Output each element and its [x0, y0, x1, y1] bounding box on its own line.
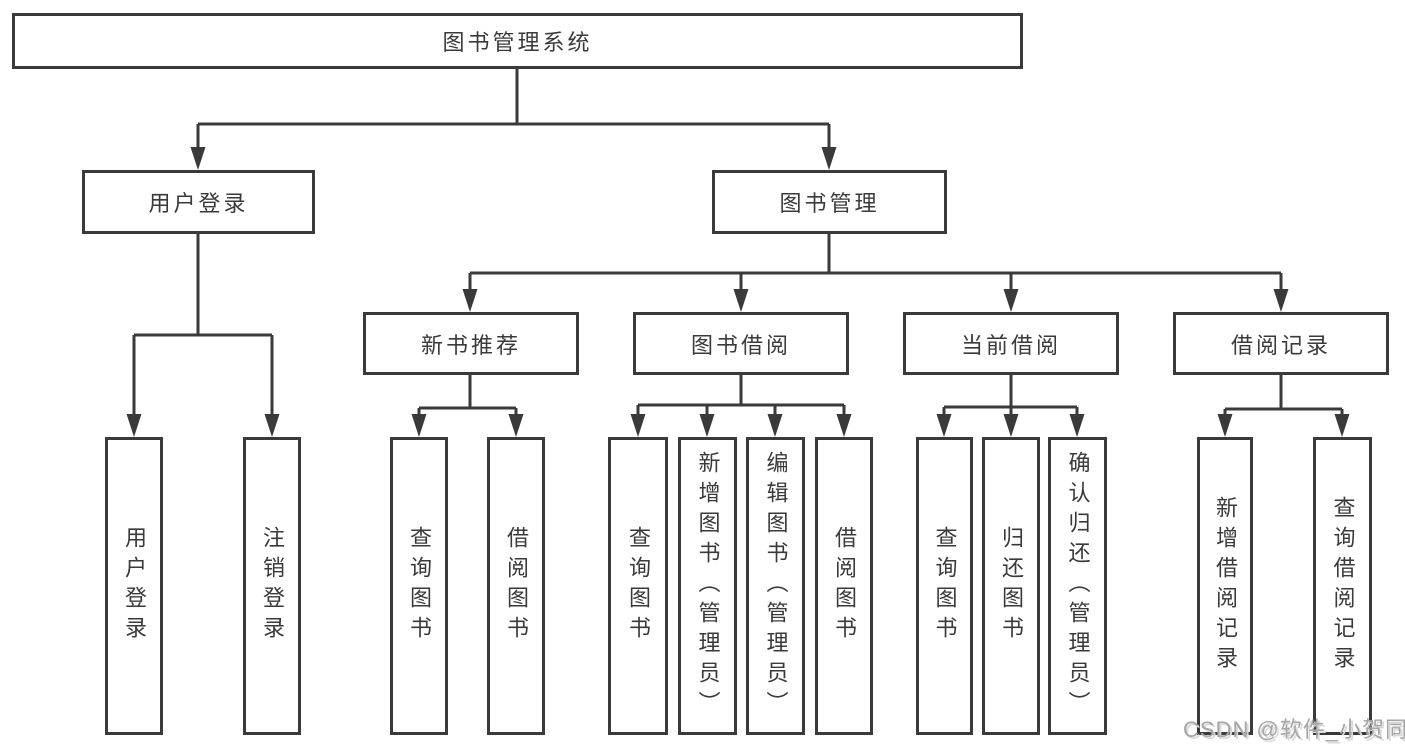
- arrowhead-icon: [1069, 414, 1085, 437]
- connector-root-to-level2: [196, 69, 831, 150]
- node-label: 用户登录: [122, 526, 147, 646]
- arrowhead-icon: [630, 414, 646, 437]
- node-label: 新书推荐: [420, 332, 521, 358]
- arrowhead-icon: [699, 414, 715, 437]
- arrowhead-icon: [1217, 414, 1233, 437]
- arrowhead-icon: [1003, 289, 1019, 312]
- node-book-management: 图书管理: [712, 170, 947, 234]
- node-label: 查询借阅记录: [1330, 496, 1356, 676]
- node-query-books-recommend: 查询图书: [390, 437, 448, 735]
- node-label: 编辑图书（管理员）: [763, 451, 789, 721]
- node-query-borrow-record: 查询借阅记录: [1313, 437, 1372, 735]
- arrowhead-icon: [1003, 414, 1019, 437]
- node-label: 图书管理: [779, 191, 880, 216]
- arrowhead-icon: [767, 414, 783, 437]
- node-borrowing-records: 借阅记录: [1173, 312, 1389, 375]
- node-add-borrow-record: 新增借阅记录: [1197, 437, 1253, 735]
- node-add-book-admin: 新增图书（管理员）: [678, 437, 737, 735]
- node-label: 借阅图书: [504, 526, 529, 646]
- arrowhead-icon: [264, 414, 280, 437]
- node-label: 借阅图书: [832, 526, 857, 646]
- connector-new-book-branch: [417, 375, 518, 417]
- node-current-borrowing: 当前借阅: [903, 312, 1119, 375]
- node-borrow-books-borrowing: 借阅图书: [815, 437, 873, 735]
- arrowhead-icon: [1273, 289, 1289, 312]
- arrowhead-icon: [836, 414, 852, 437]
- node-query-books-borrowing: 查询图书: [608, 437, 668, 735]
- node-new-book-recommendation: 新书推荐: [363, 312, 579, 375]
- node-confirm-return-admin: 确认归还（管理员）: [1048, 437, 1107, 735]
- node-label: 用户登录: [148, 191, 249, 216]
- node-label: 查询图书: [407, 526, 432, 646]
- node-user-login-leaf: 用户登录: [105, 437, 163, 735]
- node-return-books: 归还图书: [982, 437, 1040, 735]
- node-label: 确认归还（管理员）: [1065, 451, 1091, 721]
- node-logout: 注销登录: [243, 437, 301, 735]
- node-query-books-current: 查询图书: [916, 437, 973, 735]
- node-library-system: 图书管理系统: [12, 13, 1023, 69]
- node-user-login: 用户登录: [82, 170, 315, 234]
- node-book-borrowing: 图书借阅: [633, 312, 849, 375]
- node-label: 新增图书（管理员）: [695, 451, 721, 721]
- node-label: 注销登录: [260, 526, 285, 646]
- csdn-watermark: CSDN @软件_小贺同学: [1183, 717, 1405, 742]
- arrowhead-icon: [733, 289, 749, 312]
- node-label: 查询图书: [626, 526, 651, 646]
- connector-book-borrowing-branch: [636, 375, 846, 417]
- node-edit-book-admin: 编辑图书（管理员）: [746, 437, 805, 735]
- arrowhead-icon: [821, 147, 837, 170]
- node-label: 归还图书: [999, 526, 1024, 646]
- node-label: 图书管理系统: [442, 30, 593, 55]
- arrowhead-icon: [936, 414, 952, 437]
- arrowhead-icon: [126, 414, 142, 437]
- arrowhead-icon: [411, 414, 427, 437]
- connector-current-borrowing-branch: [942, 375, 1079, 417]
- connector-borrow-records-branch: [1223, 375, 1344, 417]
- node-label: 图书借阅: [690, 332, 791, 358]
- arrowhead-icon: [1334, 414, 1350, 437]
- node-label: 当前借阅: [960, 332, 1061, 358]
- connector-user-login-branch: [132, 234, 274, 417]
- node-label: 新增借阅记录: [1213, 496, 1238, 676]
- node-label: 查询图书: [932, 526, 958, 646]
- node-borrow-books-recommend: 借阅图书: [487, 437, 545, 735]
- arrowhead-icon: [462, 289, 478, 312]
- arrowhead-icon: [508, 414, 524, 437]
- node-label: 借阅记录: [1230, 332, 1331, 358]
- connector-book-management-branch: [468, 234, 1283, 292]
- arrowhead-icon: [190, 147, 206, 170]
